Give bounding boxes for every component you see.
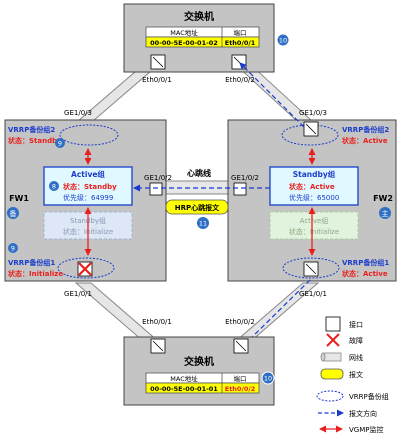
fw2-to-bottom-switch-arrow — [245, 279, 311, 344]
fw1-active-group-title: Active组 — [71, 169, 105, 179]
legend-vrrp-group-icon — [316, 390, 344, 402]
fw1-port-top-label: GE1/0/3 — [64, 109, 92, 117]
heartbeat-step-badge — [197, 217, 209, 229]
legend-cable-label: 网线 — [349, 353, 363, 362]
top-switch: 交换机 MAC地址 端口 00-00-5E-00-01-02 Eth0/0/1 … — [123, 3, 290, 84]
legend-packet-direction-label: 报文方向 — [349, 409, 377, 418]
bottom-switch-title: 交换机 — [184, 355, 214, 368]
top-switch-step-number: 10 — [279, 37, 287, 45]
fw1-vrrp2-group — [59, 124, 119, 146]
fw1-fault-icon — [78, 262, 92, 276]
fw2-port-bottom-label: GE1/0/1 — [299, 290, 327, 298]
legend-packet-label: 报文 — [349, 370, 363, 379]
fw2-role-badge — [379, 207, 391, 219]
heartbeat-packet-badge — [165, 199, 229, 215]
fw2-vrrp1-group — [282, 257, 340, 279]
fw1: GE1/0/3 VRRP备份组2 状态：Standby 9 Active组 状态… — [4, 109, 172, 298]
fw1-vrrp2-state: 状态：Standby — [8, 136, 62, 145]
bottom-switch-step-number: 10 — [264, 375, 272, 383]
legend-fault-label: 故障 — [349, 336, 363, 345]
bottom-switch-mac-header: MAC地址 — [170, 374, 198, 383]
legend-port-icon — [325, 316, 341, 332]
top-switch-port-left-label: Eth0/0/1 — [142, 76, 172, 84]
fw2-active-group-state: 状态：Initialize — [289, 227, 339, 236]
legend-fault-icon — [326, 333, 340, 347]
heartbeat-label: 心跳线 — [187, 168, 211, 178]
bottom-switch-port-header: 端口 — [234, 374, 247, 383]
bottom-switch: Eth0/0/1 Eth0/0/2 交换机 MAC地址 端口 00-00-5E-… — [123, 318, 275, 406]
fw1-port-mid-label: GE1/0/2 — [144, 174, 172, 182]
fw2-vrrp2-state: 状态：Active — [342, 136, 388, 145]
fw2: GE1/0/3 VRRP备份组2 状态：Active Standby组 状态：A… — [227, 109, 397, 298]
top-switch-mac-value: 00-00-5E-00-01-02 — [150, 39, 218, 47]
fw2-port-top-slash — [305, 123, 317, 135]
top-switch-table-row — [145, 36, 260, 48]
fw2-vrrp2-group — [281, 124, 339, 146]
fw2-port-mid-label: GE1/0/2 — [231, 174, 259, 182]
legend-port-label: 接口 — [349, 320, 363, 329]
packet-direction-arrows — [239, 62, 311, 344]
top-switch-port-right-label: Eth0/0/2 — [225, 76, 255, 84]
top-switch-step-badge — [276, 33, 290, 47]
fw1-vrrp2-step-number: 9 — [58, 140, 62, 148]
legend-vgmp-monitor-label: VGMP监控 — [349, 425, 383, 434]
fw1-heartbeat-port-icon — [149, 182, 163, 196]
fw2-standby-group-priority: 优先级：65000 — [289, 193, 339, 202]
fw2-to-top-switch-arrow — [239, 62, 305, 128]
fw2-standby-group-state: 状态：Active — [289, 182, 335, 191]
fw1-role-badge — [7, 207, 19, 219]
fw2-standby-group-title: Standby组 — [293, 169, 336, 179]
fw1-role: 备 — [10, 209, 17, 218]
heartbeat-step-number: 11 — [199, 220, 207, 228]
bottom-switch-port-right-slash — [235, 340, 247, 352]
fw1-vrrp2-step-badge — [55, 138, 65, 148]
fw1-vrrp1-state: 状态：Initialize — [8, 269, 63, 278]
bottom-switch-port-right-label: Eth0/0/2 — [225, 318, 255, 326]
fw2-standby-group-box — [269, 166, 359, 206]
cables — [74, 64, 320, 342]
fw1-active-group-step-badge — [49, 181, 59, 191]
legend-packet-icon — [320, 368, 344, 380]
fw2-role: 主 — [382, 209, 389, 218]
fw1-vrrp1-step-badge — [8, 243, 18, 253]
top-switch-port-left-slash — [152, 56, 164, 68]
fw2-name: FW2 — [373, 194, 393, 203]
fw2-vrrp1-state: 状态：Active — [342, 269, 388, 278]
fw2-port-top-label: GE1/0/3 — [299, 109, 327, 117]
fw1-vrrp2-label: VRRP备份组2 — [8, 125, 55, 134]
top-switch-port-value: Eth0/0/1 — [225, 39, 256, 47]
vgmp-monitor-arrows — [84, 148, 316, 256]
fw2-active-group-title: Active组 — [300, 216, 329, 225]
bottom-switch-port-left-slash — [152, 340, 164, 352]
fw1-vrrp1-step-number: 9 — [11, 245, 15, 253]
top-switch-port-header: 端口 — [234, 28, 247, 37]
fw2-vrrp1-label: VRRP备份组1 — [342, 258, 389, 267]
fw1-port-bottom-label: GE1/0/1 — [64, 290, 92, 298]
fw1-active-group-state: 状态：Standby — [63, 182, 117, 191]
fw2-bottom-port-slash — [305, 263, 317, 275]
fw2-heartbeat-port-icon — [233, 182, 247, 196]
fw1-active-group-priority: 优先级：64999 — [63, 193, 113, 202]
legend-cable-icon — [320, 352, 342, 362]
bottom-switch-mac-value: 00-00-5E-00-01-01 — [150, 385, 218, 393]
legend: 接口 故障 网线 报文 VRRP备份组 报文方向 VGMP监控 — [316, 316, 389, 434]
top-switch-title: 交换机 — [184, 10, 214, 23]
top-switch-mac-header: MAC地址 — [170, 28, 198, 37]
bottom-switch-step-badge — [261, 371, 275, 385]
fw1-vrrp1-group — [57, 257, 115, 279]
bottom-switch-port-value: Eth0/0/2 — [225, 385, 256, 393]
heartbeat-link: 心跳线 HRP心跳报文 11 — [133, 168, 270, 229]
fw1-vrrp1-label: VRRP备份组1 — [8, 258, 55, 267]
fw1-name: FW1 — [9, 194, 29, 203]
fw1-active-group-step-number: 8 — [52, 183, 56, 191]
bottom-switch-port-left-label: Eth0/0/1 — [142, 318, 172, 326]
legend-vrrp-group-label: VRRP备份组 — [349, 392, 389, 401]
fw2-vrrp2-label: VRRP备份组2 — [342, 125, 389, 134]
bottom-switch-body — [123, 336, 275, 406]
heartbeat-packet-label: HRP心跳报文 — [175, 203, 220, 212]
bottom-switch-table-row — [145, 382, 260, 394]
